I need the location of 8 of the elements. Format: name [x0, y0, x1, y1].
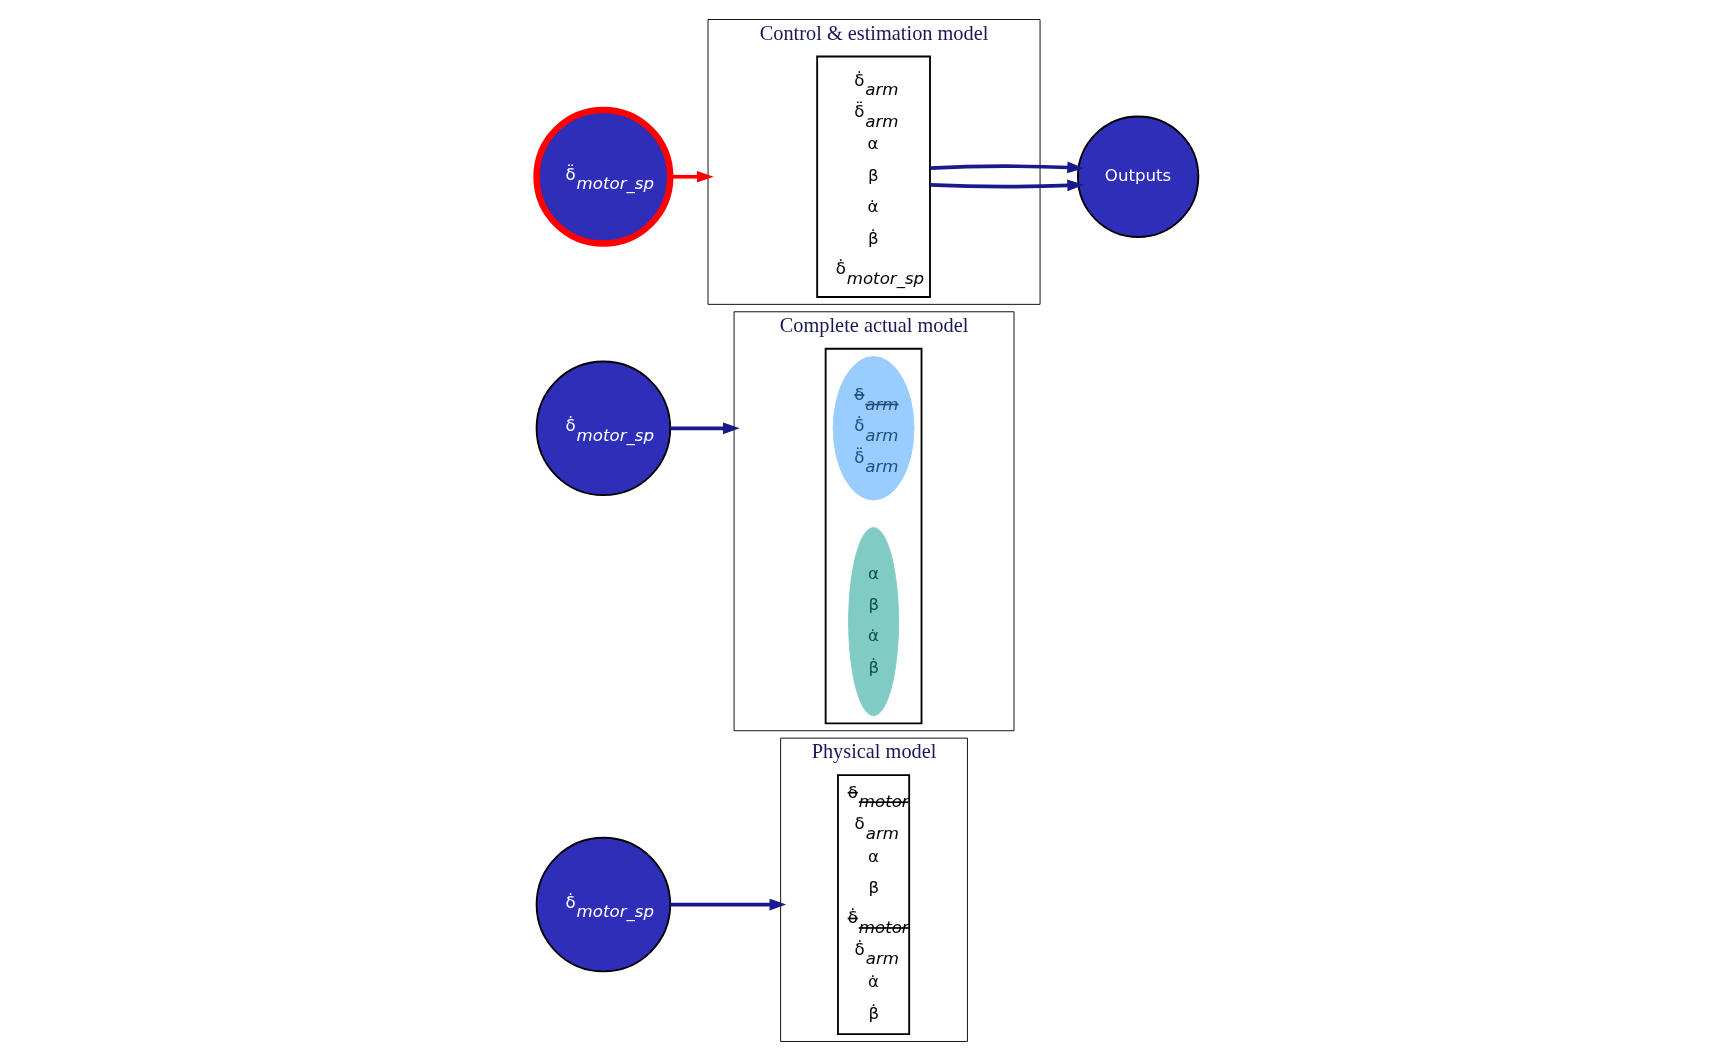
arrow: [670, 170, 714, 183]
arrow: [670, 898, 787, 911]
arrow: [930, 179, 1084, 192]
arrow: [670, 422, 740, 435]
arrow: [930, 161, 1084, 174]
node-circle: Outputs: [1077, 115, 1200, 238]
node-ellipse: α β α̇ β̇: [848, 527, 899, 717]
cluster: [824, 347, 923, 725]
